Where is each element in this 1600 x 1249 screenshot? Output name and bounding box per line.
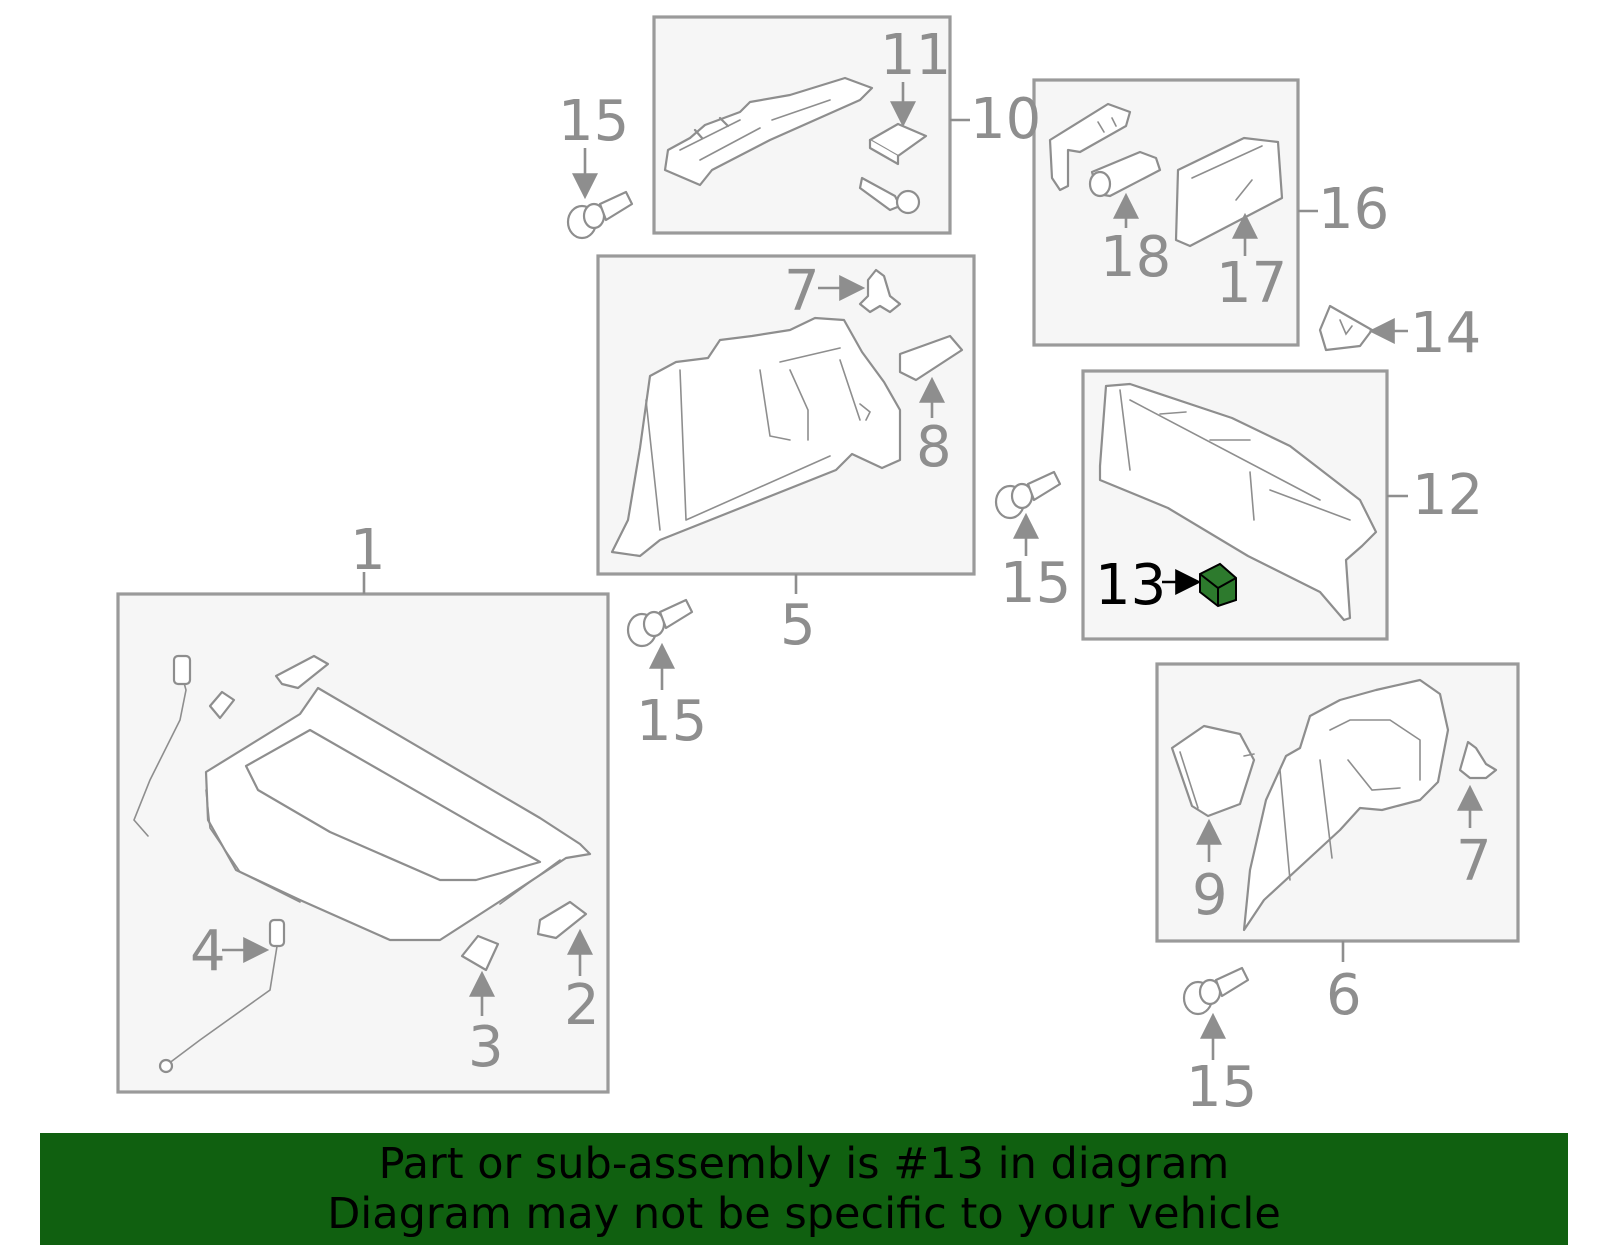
callout-15-d: 15 [1186, 1055, 1257, 1120]
part-1-cargo-cover [204, 686, 592, 942]
part-15-fastener-a [566, 190, 634, 240]
callout-15-c: 15 [1000, 551, 1071, 616]
callout-4: 4 [190, 919, 226, 984]
callout-8: 8 [916, 415, 952, 480]
part-3-pad [208, 690, 500, 972]
part-7-clip-upper [858, 268, 902, 314]
callout-7-upper: 7 [784, 259, 820, 324]
banner-line-2: Diagram may not be specific to your vehi… [327, 1189, 1281, 1239]
callout-5: 5 [780, 593, 816, 658]
part-7-clip-lower [1458, 740, 1498, 780]
info-banner: Part or sub-assembly is #13 in diagram D… [40, 1133, 1568, 1245]
part-8-cap [898, 334, 964, 382]
callout-9: 9 [1192, 863, 1228, 928]
banner-line-1: Part or sub-assembly is #13 in diagram [378, 1139, 1230, 1189]
callout-14: 14 [1410, 301, 1481, 366]
part-10-trim-panel [663, 76, 874, 187]
callout-13: 13 [1095, 553, 1166, 618]
part-17-lamp [1174, 136, 1284, 248]
callout-10: 10 [970, 87, 1041, 152]
part-2-bracket [274, 654, 588, 940]
part-15-fastener-c [994, 470, 1062, 520]
callout-18: 18 [1100, 225, 1171, 290]
callout-16: 16 [1318, 177, 1389, 242]
part-15-fastener-d [1182, 966, 1250, 1016]
callout-12: 12 [1412, 463, 1483, 528]
part-6-lower-trim [1242, 678, 1450, 932]
part-4-strap [133, 654, 286, 1074]
callout-6: 6 [1326, 963, 1362, 1028]
callout-2: 2 [564, 973, 600, 1038]
part-16-bracket [1048, 102, 1132, 192]
callout-15-a: 15 [558, 89, 629, 154]
callout-15-b: 15 [636, 689, 707, 754]
callout-11: 11 [880, 23, 951, 88]
part-12-scuff-plate [1098, 382, 1378, 622]
callout-3: 3 [468, 1015, 504, 1080]
callout-7-lower: 7 [1456, 829, 1492, 894]
part-18-bulb [1088, 150, 1162, 198]
part-10-pin [858, 176, 921, 215]
callout-1: 1 [350, 518, 386, 583]
part-11-pad [868, 122, 928, 166]
callout-17: 17 [1216, 251, 1287, 316]
part-5-quarter-trim [610, 316, 902, 558]
part-14-clip [1318, 304, 1374, 352]
part-9-cover [1170, 724, 1256, 818]
part-15-fastener-b [626, 598, 694, 648]
